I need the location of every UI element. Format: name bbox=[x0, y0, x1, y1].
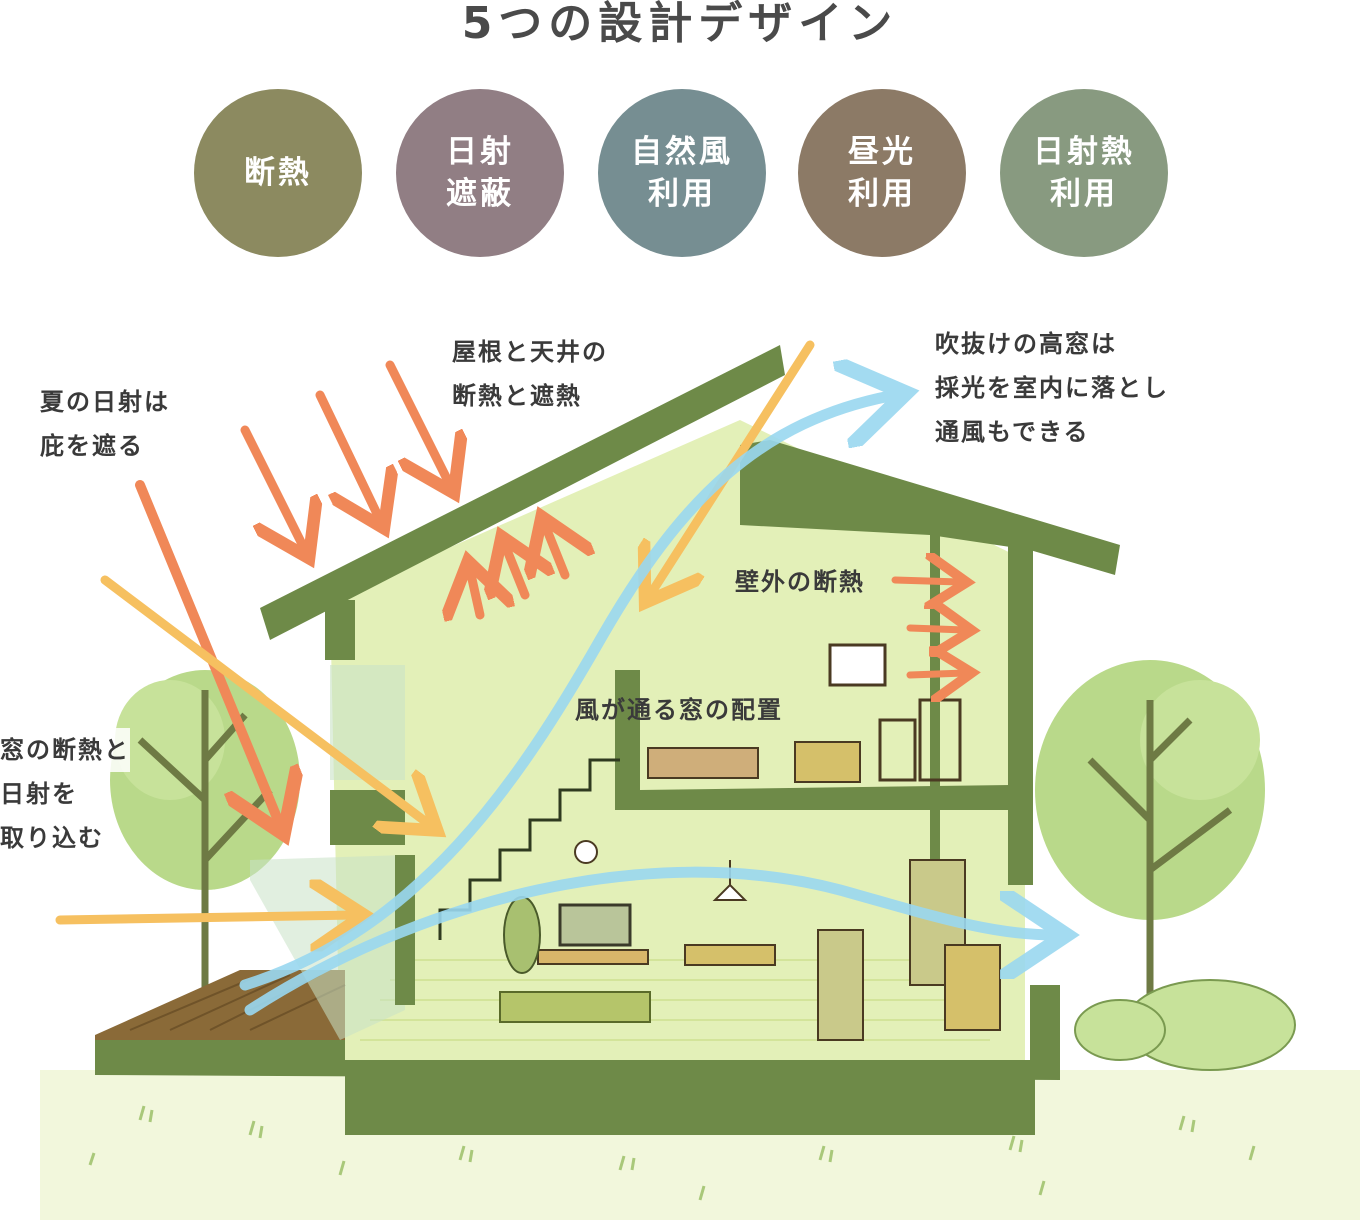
left-tree bbox=[110, 670, 300, 990]
badge-label: 利用 bbox=[848, 176, 916, 212]
badge-label: 昼光 bbox=[848, 134, 916, 170]
roof-heat-arrows bbox=[240, 360, 565, 615]
badge-label: 日射 bbox=[446, 134, 514, 170]
wall-insulation-label: 壁外の断熱 bbox=[735, 560, 865, 604]
label-line: 庇を遮る bbox=[40, 424, 144, 468]
badge-label: 自然風 bbox=[631, 134, 733, 170]
window-insulation-label: 窓の断熱と 日射を 取り込む bbox=[0, 728, 130, 860]
label-line: 取り込む bbox=[0, 816, 104, 860]
badge-label: 遮蔽 bbox=[446, 176, 514, 212]
daylight-badge: 昼光 利用 bbox=[798, 89, 966, 257]
right-tree bbox=[1035, 660, 1296, 1071]
label-line: 夏の日射は bbox=[40, 380, 170, 424]
summer-sun-label: 夏の日射は 庇を遮る bbox=[40, 380, 170, 468]
label-line: 壁外の断熱 bbox=[735, 568, 865, 596]
page-title: 5つの設計デザイン bbox=[461, 0, 899, 49]
label-line: 通風もできる bbox=[935, 418, 1090, 446]
label-line: 採光を室内に落とし bbox=[935, 374, 1169, 402]
label-line: 日射を bbox=[0, 772, 78, 816]
high-window-label: 吹抜けの高窓は 採光を室内に落とし 通風もできる bbox=[935, 322, 1169, 454]
label-line: 屋根と天井の bbox=[452, 338, 608, 366]
badge-label: 断熱 bbox=[244, 155, 312, 191]
badge-label: 利用 bbox=[1050, 176, 1118, 212]
insulation-badge: 断熱 bbox=[194, 89, 362, 257]
badge-label: 利用 bbox=[648, 176, 716, 212]
label-line: 窓の断熱と bbox=[0, 728, 130, 772]
roof-insulation-label: 屋根と天井の 断熱と遮熱 bbox=[452, 330, 608, 418]
wall-heat-arrows bbox=[891, 580, 965, 675]
solar-shading-badge: 日射 遮蔽 bbox=[396, 89, 564, 257]
badge-label: 日射熱 bbox=[1033, 134, 1135, 170]
label-line: 断熱と遮熱 bbox=[452, 382, 582, 410]
label-line: 吹抜けの高窓は bbox=[935, 330, 1117, 358]
natural-wind-badge: 自然風 利用 bbox=[598, 89, 766, 257]
label-line: 風が通る窓の配置 bbox=[575, 696, 783, 724]
wind-flow-arrows bbox=[239, 395, 1055, 1016]
solar-heat-badge: 日射熱 利用 bbox=[1000, 89, 1168, 257]
window-layout-label: 風が通る窓の配置 bbox=[575, 688, 783, 732]
